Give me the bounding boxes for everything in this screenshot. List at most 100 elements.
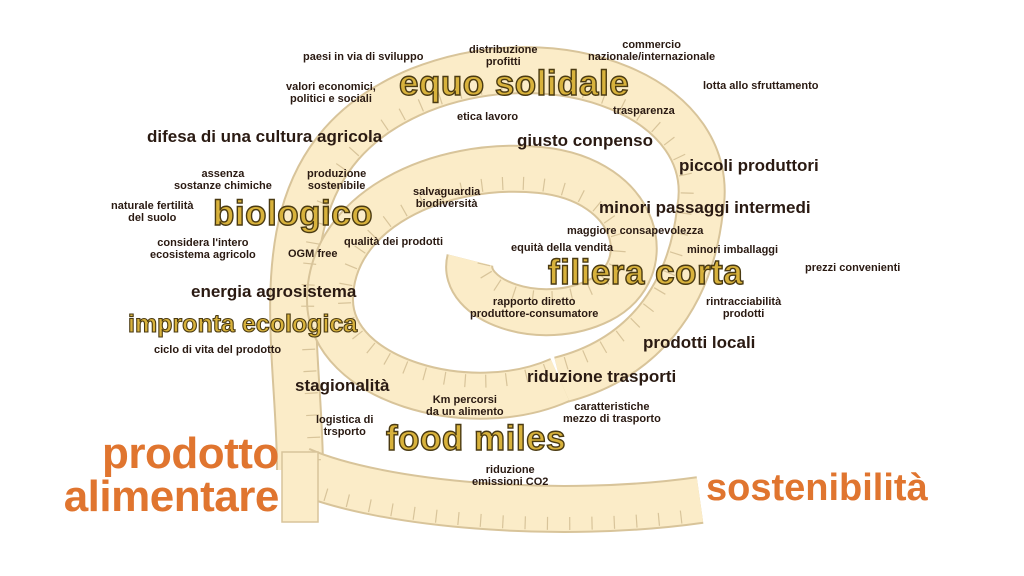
tape-tick <box>339 282 353 287</box>
label-ogm: OGM free <box>288 248 338 260</box>
tape-tick <box>504 373 508 387</box>
tape-tick <box>400 204 408 217</box>
tape-tick <box>635 514 638 528</box>
tape-tick <box>303 262 317 265</box>
tape-tick <box>459 182 464 196</box>
tape-tick <box>657 512 661 526</box>
tape-tick <box>560 182 566 196</box>
tape-tick <box>301 283 315 286</box>
tape-tick <box>345 494 350 508</box>
tape-tick <box>422 367 427 381</box>
tape-tick <box>674 231 688 236</box>
tape-tick <box>582 350 589 363</box>
tape-tick <box>443 371 447 385</box>
label-minori-passaggi: minori passaggi intermedi <box>599 198 811 217</box>
tape-tick <box>636 109 645 121</box>
tape-tick <box>464 374 467 388</box>
label-trasparenza: trasparenza <box>613 105 675 117</box>
label-stagionalita: stagionalità <box>295 376 390 395</box>
tape-tick <box>302 348 316 351</box>
tape-tick <box>402 361 409 374</box>
tape-tick <box>669 251 683 257</box>
tape-tick <box>323 488 329 502</box>
tape-tick <box>562 80 566 95</box>
tape-tick <box>653 287 666 295</box>
tape-tick <box>586 282 593 296</box>
tape-tick <box>383 352 391 365</box>
tape-tick <box>352 330 363 340</box>
label-lotta: lotta allo sfruttamento <box>703 80 819 92</box>
tape-tick <box>551 291 554 305</box>
tape-tick <box>316 200 330 206</box>
label-prodotti-locali: prodotti locali <box>643 333 756 352</box>
tape-tick <box>662 269 676 277</box>
tape-tick <box>398 108 406 121</box>
tape-tick <box>348 146 360 157</box>
title-prodotto-alimentare: prodotto alimentare <box>63 429 280 522</box>
tape-tick <box>678 211 692 215</box>
tape-tick <box>390 503 394 517</box>
tape-tick <box>678 172 692 177</box>
tape-tick <box>367 229 378 240</box>
tape-tick <box>457 512 460 526</box>
tape-tick <box>306 241 320 245</box>
tape-tick <box>366 342 376 354</box>
tape-tick <box>382 215 392 228</box>
tape-tick <box>630 317 641 328</box>
tape-tick <box>619 99 627 112</box>
tape-tick <box>480 270 493 279</box>
tape-tick <box>477 262 491 267</box>
tape-tick <box>501 177 504 191</box>
keyword-equo-solidale: equo solidale <box>398 64 630 103</box>
label-maggiore: maggiore consapevolezza <box>567 225 704 237</box>
label-riduzione-trasporti: riduzione trasporti <box>527 367 677 386</box>
tape-tick <box>542 78 545 92</box>
tape-segment <box>271 48 724 471</box>
tape-tick <box>642 303 654 313</box>
tape-tick <box>438 187 445 201</box>
tape-tick <box>542 363 549 377</box>
keyword-food-miles: food miles <box>385 419 567 458</box>
label-piccoli: piccoli produttori <box>679 156 819 175</box>
tape-tick <box>434 509 438 523</box>
tape-tick <box>304 392 318 395</box>
label-ciclo: ciclo di vita del prodotto <box>154 344 282 356</box>
tape-tick <box>363 132 374 143</box>
tape-tick <box>601 91 607 104</box>
tape-tick <box>367 499 372 513</box>
tape-tick <box>417 99 424 112</box>
tape-tick <box>613 515 616 529</box>
tape-tick <box>615 330 625 342</box>
tape-tick <box>524 369 529 383</box>
tape-tick <box>325 181 338 189</box>
tape-tick <box>603 215 616 224</box>
tape-tick <box>542 178 546 192</box>
tape-tick <box>577 190 585 203</box>
tape-tick <box>437 91 443 105</box>
label-energia: energia agrosistema <box>191 282 357 301</box>
tape-tick <box>480 178 484 192</box>
tape-tick <box>581 85 587 99</box>
keyword-filiera-corta: filiera corta <box>547 253 744 292</box>
tape-tick <box>338 302 352 304</box>
tape-tick <box>380 119 389 131</box>
tape-tick <box>458 85 463 99</box>
tape-tick <box>307 436 321 439</box>
tape-tick <box>569 288 574 302</box>
tape-tick <box>500 79 503 93</box>
label-paesi: paesi in via di sviluppo <box>303 51 424 63</box>
label-prezzi: prezzi convenienti <box>805 262 901 274</box>
tape-tick <box>612 250 626 253</box>
tape-tick <box>342 316 355 323</box>
